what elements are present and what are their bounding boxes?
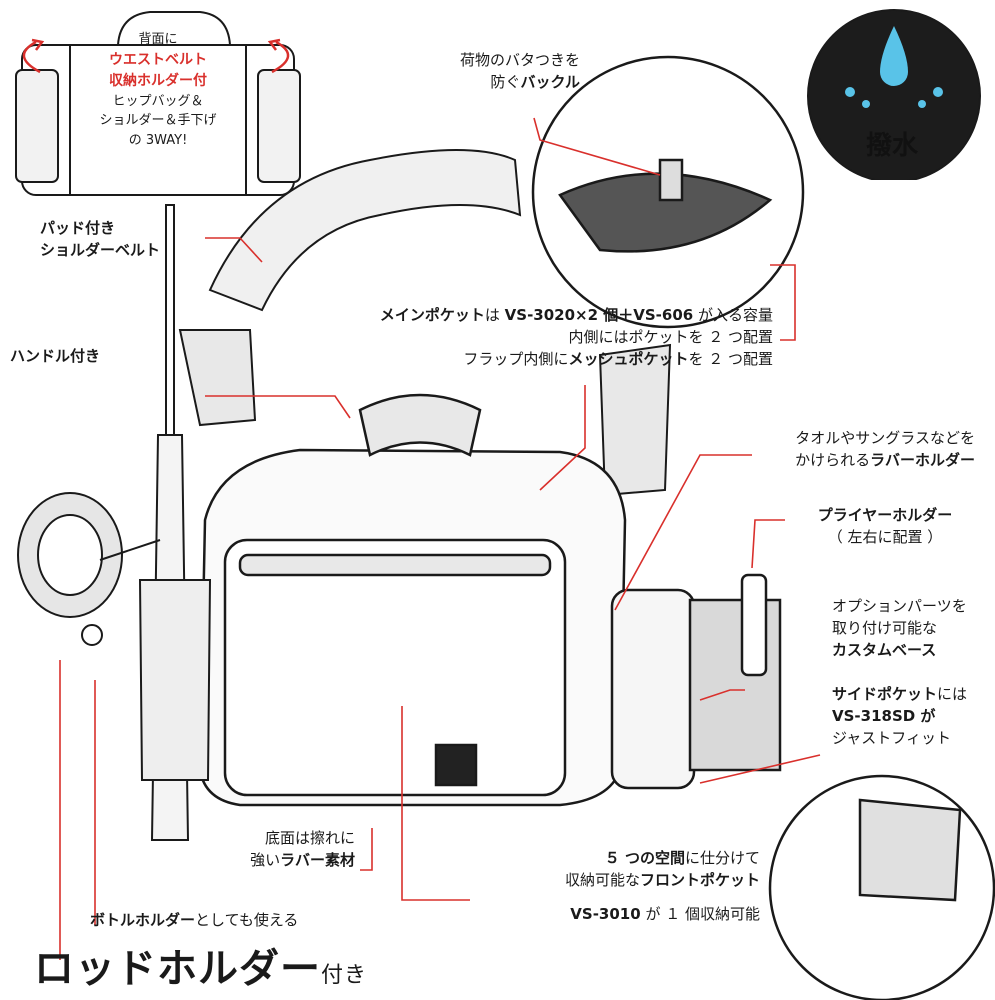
back-view-line3: 収納ホルダー付 [109,72,207,89]
custom-base-note: オプションパーツを 取り付け可能な カスタムベース [832,596,967,661]
back-view-line1: 背面に [138,32,178,47]
main-pocket-line1: メインポケットは VS-3020×2 個＋VS-606 が入る容量 [300,305,773,327]
buckle-note: 荷物のバタつきを 防ぐバックル [380,50,580,94]
bag-body [198,393,627,807]
rotate-arrow-right-icon [271,40,290,74]
rubber-holder-line2-bold: ラバーホルダー [870,450,975,469]
bottom-line2-text: 強い [250,850,281,869]
back-view-line6: の 3WAY! [128,132,188,148]
main-pocket-l3-text-b: を ２ つ配置 [688,349,773,368]
main-pocket-l3-text-a: フラップ内側に [463,349,569,368]
custom-base-line1: オプションパーツを [832,597,967,615]
back-view-line4: ヒップバッグ＆ [112,93,204,109]
plier-line1: プライヤーホルダー [817,506,953,524]
rubber-holder-line2: かけられるラバーホルダー [720,450,975,472]
main-pocket-l3-bold: メッシュポケット [568,349,689,368]
main-pocket-line3: フラップ内側にメッシュポケットを ２ つ配置 [300,349,773,371]
side-pocket-note: サイドポケットには VS-318SD が ジャストフィット [832,684,967,749]
handle-note: ハンドル付き [10,347,101,365]
front-pocket-line2-bold: フロントポケット [639,870,760,889]
plier-note: プライヤーホルダー （ 左右に配置 ） [795,505,975,549]
shoulder-line1: パッド付き [40,219,116,237]
side-pocket-line1-text: には [937,685,968,703]
bottle-note: ボトルホルダーとしても使える [90,910,298,932]
rubber-holder-line2-text: かけられる [795,450,871,469]
buckle-line2-bold: バックル [520,72,580,91]
rubber-holder-note: タオルやサングラスなどを かけられるラバーホルダー [720,428,975,472]
main-pocket-line2: 内側にはポケットを ２ つ配置 [568,327,773,346]
custom-base-line3: カスタムベース [832,640,937,659]
side-pocket [610,573,782,790]
shoulder-note: パッド付き ショルダーベルト [40,218,160,262]
front-pocket-line3: VS-3010 が １ 個収納可能 [480,904,760,926]
side-pocket-line2: VS-318SD が [832,706,936,725]
rod-holder-title-bold: ロッドホルダー [34,946,321,992]
front-pocket-closeup [768,774,995,1000]
side-pocket-line1: サイドポケットには [832,684,967,706]
front-pocket-note: ５ つの空間に仕分けて 収納可能なフロントポケット VS-3010 が １ 個収… [480,848,760,925]
front-pocket-line1-bold: ５ つの空間 [604,849,685,867]
buckle-line2-prefix: 防ぐ [490,72,521,91]
rod-holder-title: ロッドホルダー付き [34,940,367,998]
front-pocket-line2: 収納可能なフロントポケット [480,870,760,892]
shoulder-strap [178,149,672,497]
bottle-holder [138,579,212,781]
buckle-line2: 防ぐバックル [380,72,580,94]
front-pocket-line1-text: に仕分けて [684,849,760,867]
buckle-line1: 荷物のバタつきを [459,51,580,69]
rod-holder-title-suffix: 付き [321,963,368,988]
buckle-closeup [531,55,805,329]
water-repellent-label: 撥水 [866,131,919,161]
rubber-holder-line1: タオルやサングラスなどを [795,429,975,447]
back-view-line2: ウエストベルト [109,51,207,68]
bottom-note: 底面は擦れに 強いラバー素材 [190,828,355,872]
front-pocket-line1: ５ つの空間に仕分けて [480,848,760,870]
water-repellent-badge [807,9,981,196]
back-view-line5: ショルダー＆手下げ [99,113,217,128]
side-pocket-line3: ジャストフィット [832,728,951,747]
back-view-note: 背面に ウエストベルト 収納ホルダー付 ヒップバッグ＆ ショルダー＆手下げ の … [78,30,238,150]
custom-base-line2: 取り付け可能な [832,618,938,637]
water-drop-icon [880,26,908,86]
front-pocket-line3-bold: VS-3010 [570,904,641,923]
plier-line2: （ 左右に配置 ） [827,527,943,546]
bottle-note-bold: ボトルホルダー [90,911,196,929]
main-pocket-note: メインポケットは VS-3020×2 個＋VS-606 が入る容量 内側にはポケ… [300,305,773,370]
bottom-line2: 強いラバー素材 [190,850,355,872]
side-pocket-line1-bold: サイドポケット [832,685,938,703]
shoulder-line2: ショルダーベルト [40,240,161,259]
back-view-inset [15,11,301,196]
front-pocket-line2-text: 収納可能な [564,870,640,889]
front-pocket-line3-text: が １ 個収納可能 [640,904,760,923]
leader-lines [59,117,821,960]
rotate-arrow-left-icon [22,40,41,74]
bottle-note-text: としても使える [195,911,299,929]
main-pocket-l1-text-a: は [484,306,505,324]
bottom-line1: 底面は擦れに [264,829,355,847]
main-pocket-l1-bold-b: VS-3020×2 個＋VS-606 [504,306,694,324]
bottom-line2-bold: ラバー素材 [280,850,355,869]
main-pocket-l1-bold-a: メインポケット [379,306,485,324]
main-pocket-l1-text-b: が入る容量 [693,306,773,324]
